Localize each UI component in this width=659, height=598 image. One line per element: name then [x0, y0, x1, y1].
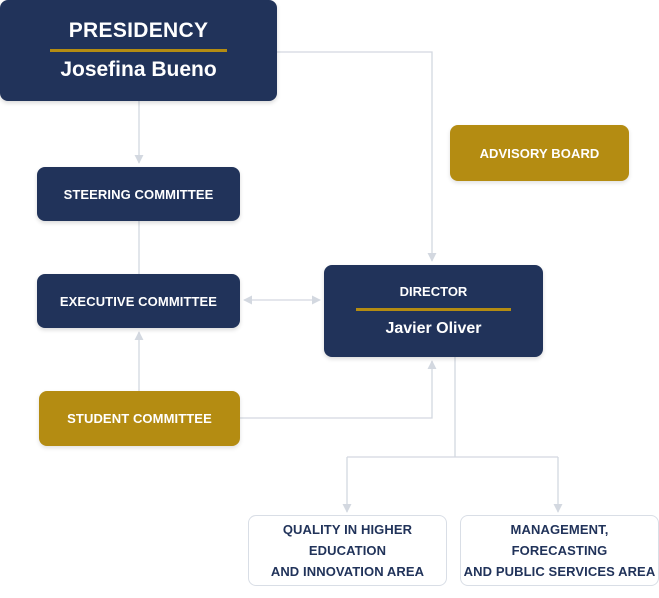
presidency-box: PRESIDENCY Josefina Bueno	[0, 0, 277, 101]
executive-committee-label: EXECUTIVE COMMITTEE	[59, 293, 218, 309]
advisory-board-label: ADVISORY BOARD	[479, 145, 600, 161]
area-management-line1: MANAGEMENT, FORECASTING	[510, 522, 609, 558]
presidency-title: PRESIDENCY	[68, 19, 209, 42]
advisory-board-box: ADVISORY BOARD	[450, 125, 629, 181]
presidency-name: Josefina Bueno	[60, 58, 217, 81]
student-committee-box: STUDENT COMMITTEE	[39, 391, 240, 446]
steering-committee-label: STEERING COMMITTEE	[63, 186, 214, 202]
steering-committee-box: STEERING COMMITTEE	[37, 167, 240, 221]
connector-presidency-director	[277, 51, 437, 262]
director-box: DIRECTOR Javier Oliver	[324, 265, 543, 357]
director-title: DIRECTOR	[399, 284, 468, 299]
connector-student-director	[240, 360, 437, 419]
area-quality-line2: AND INNOVATION AREA	[270, 564, 425, 579]
student-committee-label: STUDENT COMMITTEE	[67, 411, 212, 426]
area-management-box: MANAGEMENT, FORECASTING AND PUBLIC SERVI…	[460, 515, 659, 586]
director-name: Javier Oliver	[385, 320, 482, 337]
presidency-divider	[50, 49, 227, 52]
area-quality-line1: QUALITY IN HIGHER EDUCATION	[282, 522, 413, 558]
executive-committee-box: EXECUTIVE COMMITTEE	[37, 274, 240, 328]
area-quality-box: QUALITY IN HIGHER EDUCATION AND INNOVATI…	[248, 515, 447, 586]
director-divider	[356, 308, 511, 311]
area-management-line2: AND PUBLIC SERVICES AREA	[463, 564, 656, 579]
